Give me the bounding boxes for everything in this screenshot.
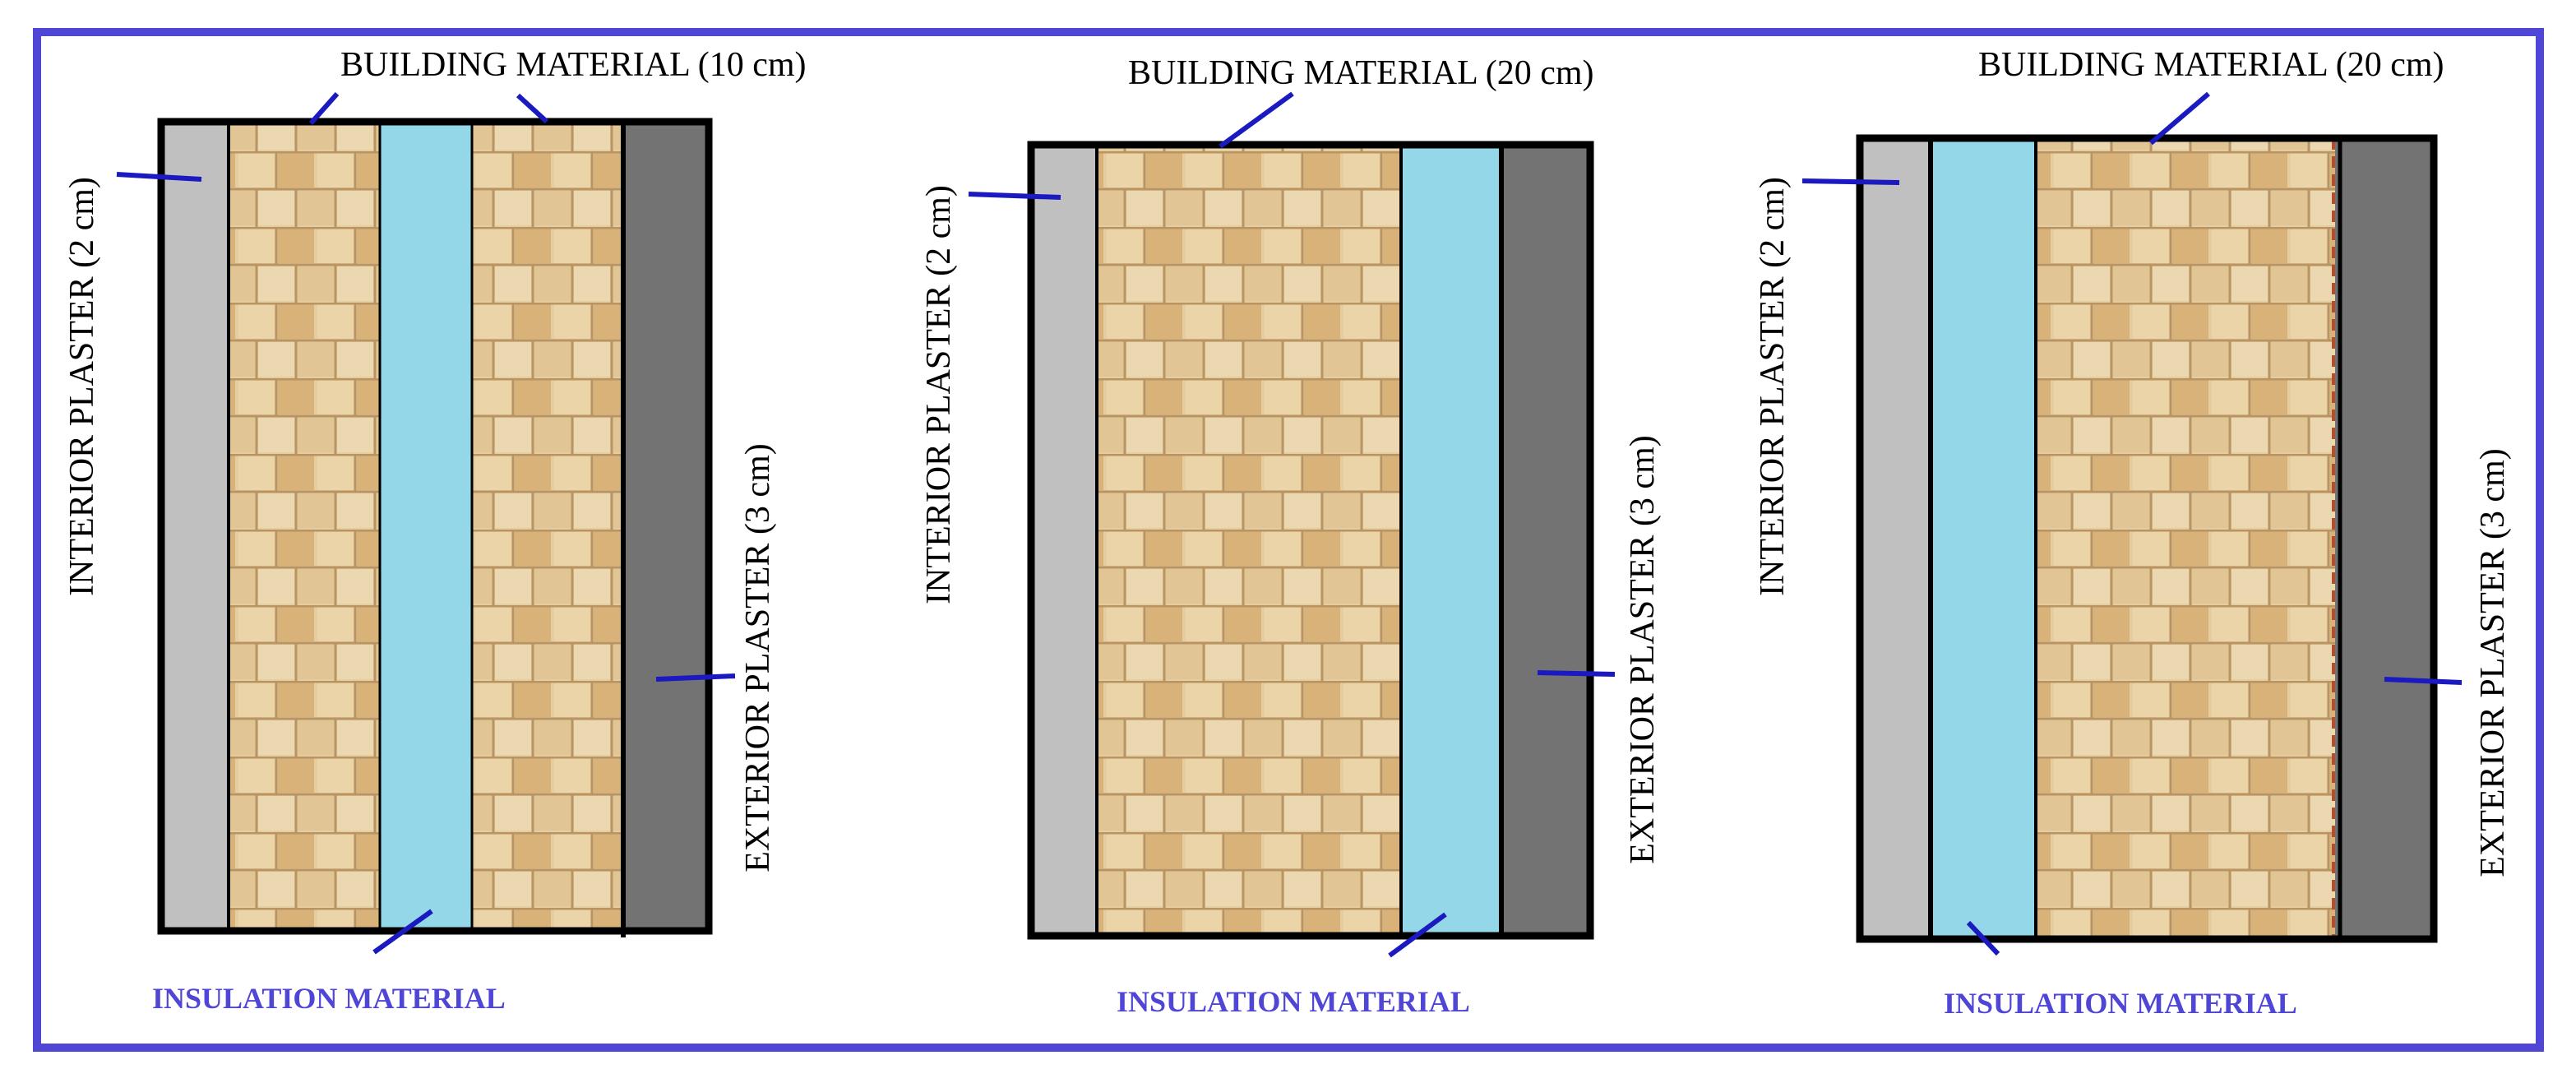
leader-insulation xyxy=(372,909,433,955)
leader-insulation xyxy=(1388,912,1447,958)
wall-section-1 xyxy=(116,92,736,955)
interior-plaster-label: INTERIOR PLASTER (2 cm) xyxy=(920,185,958,604)
insulation-material-label: INSULATION MATERIAL xyxy=(152,982,506,1015)
insulation-layer xyxy=(1401,145,1501,936)
leader-exterior xyxy=(2384,677,2463,685)
interior-plaster-layer xyxy=(1860,138,1931,939)
building-material-label: BUILDING MATERIAL (10 cm) xyxy=(340,46,807,84)
insulation-material-label: INSULATION MATERIAL xyxy=(1117,985,1470,1018)
leader-exterior xyxy=(655,673,736,682)
building-material-layer xyxy=(2036,138,2335,939)
exterior-plaster-layer xyxy=(2335,138,2434,939)
exterior-plaster-layer xyxy=(1501,145,1590,936)
leader-building xyxy=(2149,91,2210,146)
wall-outline xyxy=(157,118,713,935)
wall-section-2 xyxy=(968,91,1616,958)
building-material-layer-inner xyxy=(229,122,380,931)
exterior-plaster-label: EXTERIOR PLASTER (3 cm) xyxy=(739,443,777,872)
leader-interior xyxy=(968,192,1061,200)
building-material-layer xyxy=(1097,145,1401,936)
leader-building-left xyxy=(308,92,340,125)
interior-plaster-label: INTERIOR PLASTER (2 cm) xyxy=(1754,177,1792,596)
exterior-plaster-label: EXTERIOR PLASTER (3 cm) xyxy=(2474,448,2512,877)
insulation-layer xyxy=(380,122,472,931)
leader-insulation xyxy=(1966,920,2000,956)
exterior-plaster-label: EXTERIOR PLASTER (3 cm) xyxy=(1624,435,1662,864)
leader-building-right xyxy=(516,93,549,124)
interior-plaster-layer xyxy=(161,122,229,931)
leader-exterior xyxy=(1537,670,1616,677)
interior-plaster-label: INTERIOR PLASTER (2 cm) xyxy=(63,177,101,596)
insulation-layer xyxy=(1931,138,2036,939)
wall-section-3 xyxy=(1801,91,2463,956)
leader-interior xyxy=(116,172,202,182)
building-material-layer-outer xyxy=(472,122,623,931)
exterior-plaster-layer xyxy=(623,122,709,931)
diagram-frame xyxy=(33,28,2544,1052)
interior-plaster-layer xyxy=(1031,145,1097,936)
wall-outline xyxy=(1027,141,1594,940)
leader-building xyxy=(1219,91,1294,149)
leader-interior xyxy=(1801,178,1900,185)
insulation-material-label: INSULATION MATERIAL xyxy=(1944,987,2297,1020)
building-material-label: BUILDING MATERIAL (20 cm) xyxy=(1978,46,2444,84)
building-material-label: BUILDING MATERIAL (20 cm) xyxy=(1128,54,1594,92)
wall-outline xyxy=(1856,134,2438,943)
